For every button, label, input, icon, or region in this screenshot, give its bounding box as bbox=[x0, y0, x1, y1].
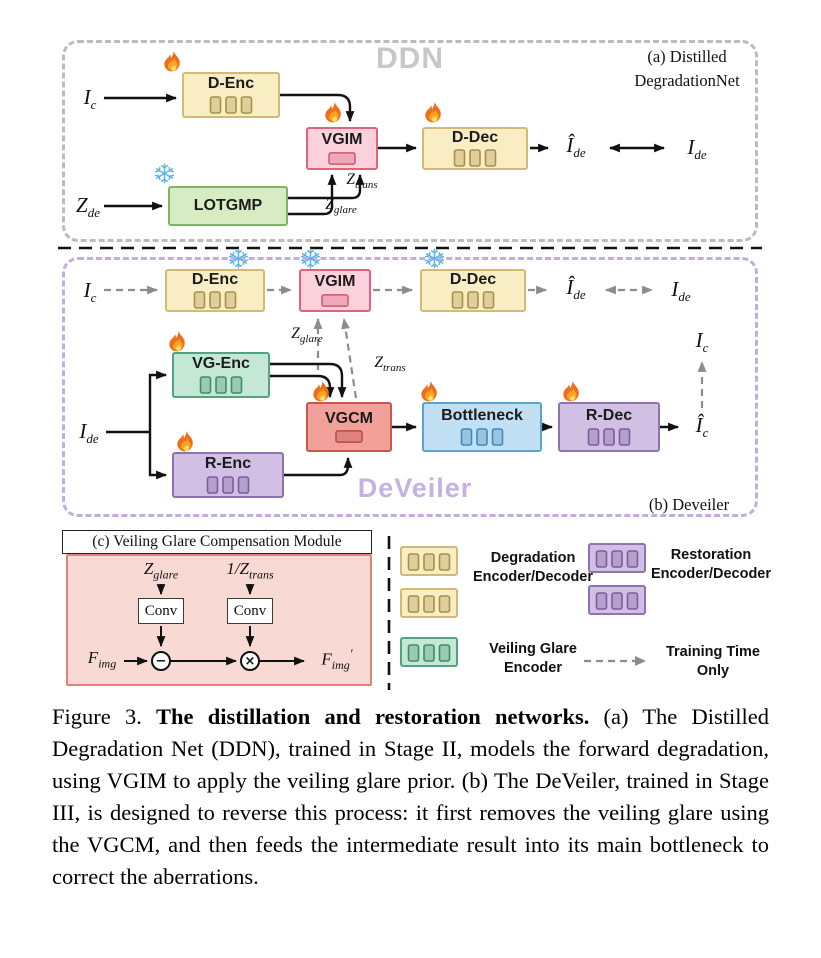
fire-icon bbox=[168, 330, 189, 354]
encoder-layers-icon bbox=[193, 291, 237, 310]
multiply-op-icon: × bbox=[240, 651, 260, 671]
module-vgim-dev: VGIM bbox=[299, 269, 371, 312]
snowflake-icon bbox=[424, 248, 445, 269]
ddn-panel-border bbox=[62, 40, 758, 242]
var-zglare-b: Zglare bbox=[291, 325, 323, 346]
legend-training-time-label: Training Time Only bbox=[665, 644, 760, 679]
encoder-layers-icon bbox=[407, 553, 451, 571]
fire-icon bbox=[176, 430, 197, 454]
encoder-layers-icon bbox=[407, 644, 451, 662]
decoder-layers-icon bbox=[453, 149, 497, 168]
var-zde-a: Zde bbox=[76, 193, 100, 221]
snowflake-icon bbox=[300, 248, 321, 269]
legend-restoration-encoder-icon bbox=[588, 543, 646, 573]
bottleneck-layers-icon bbox=[460, 428, 504, 446]
legend-degradation-encoder-icon bbox=[400, 546, 458, 576]
fire-icon bbox=[312, 380, 333, 404]
figure-caption: Figure 3. The distillation and restorati… bbox=[52, 701, 769, 893]
fire-icon bbox=[424, 101, 445, 125]
legend-veiling-glare-encoder-icon bbox=[400, 637, 458, 667]
caption-body: (a) The Distilled Degradation Net (DDN),… bbox=[52, 704, 769, 889]
module-bottleneck: Bottleneck bbox=[422, 402, 542, 452]
var-inv-ztrans-c: 1/Ztrans bbox=[226, 559, 274, 582]
var-ide-b-left: Ide bbox=[79, 419, 99, 447]
legend-restoration-decoder-icon bbox=[588, 585, 646, 615]
module-d-dec-dev: D-Dec bbox=[420, 269, 526, 312]
vgcm-panel-title: (c) Veiling Glare Compensation Module bbox=[62, 530, 372, 554]
module-d-dec-ddn: D-Dec bbox=[422, 127, 528, 170]
fire-icon bbox=[163, 50, 184, 74]
decoder-layers-icon bbox=[407, 595, 451, 613]
var-ide-a: Ide bbox=[687, 135, 707, 163]
conv-box-1: Conv bbox=[138, 598, 184, 624]
subtract-op-icon: − bbox=[151, 651, 171, 671]
var-ic-hat-b: Îc bbox=[695, 413, 709, 441]
module-d-enc-ddn: D-Enc bbox=[182, 72, 280, 118]
legend-degradation-decoder-icon bbox=[400, 588, 458, 618]
caption-prefix: Figure 3. bbox=[52, 704, 142, 729]
var-ic-b-right: Ic bbox=[695, 328, 709, 356]
var-ic-a: Ic bbox=[83, 85, 97, 113]
module-layer-icon bbox=[335, 430, 363, 444]
var-zglare-c: Zglare bbox=[143, 559, 179, 582]
decoder-layers-icon bbox=[451, 291, 495, 310]
var-zglare-a: Zglare bbox=[325, 196, 357, 217]
module-vgcm: VGCM bbox=[306, 402, 392, 452]
legend-degradation-label: Degradation Encoder/Decoder bbox=[472, 550, 594, 585]
var-ic-b-left: Ic bbox=[83, 278, 97, 306]
deveiler-panel-border bbox=[62, 257, 758, 517]
encoder-layers-icon bbox=[595, 550, 639, 568]
panel-b-tag: (b) Deveiler bbox=[648, 495, 730, 514]
var-fimg-out: Fimg′ bbox=[321, 646, 353, 673]
snowflake-icon bbox=[228, 248, 249, 269]
var-ztrans-b: Ztrans bbox=[374, 354, 406, 375]
module-layer-icon bbox=[321, 294, 349, 307]
var-fimg: Fimg bbox=[87, 648, 117, 671]
encoder-layers-icon bbox=[209, 96, 253, 114]
module-layer-icon bbox=[328, 152, 356, 165]
module-lotgmp: LOTGMP bbox=[168, 186, 288, 226]
module-r-enc: R-Enc bbox=[172, 452, 284, 498]
encoder-layers-icon bbox=[199, 376, 243, 394]
vgcm-panel-box bbox=[66, 554, 372, 686]
encoder-layers-icon bbox=[206, 476, 250, 494]
deveiler-title: DeVeiler bbox=[357, 473, 473, 503]
conv-box-2: Conv bbox=[227, 598, 273, 624]
decoder-layers-icon bbox=[587, 428, 631, 446]
fire-icon bbox=[562, 380, 583, 404]
var-ide-hat-a: Îde bbox=[566, 133, 586, 161]
decoder-layers-icon bbox=[595, 592, 639, 610]
panel-a-tag: (a) Distilled DegradationNet bbox=[634, 47, 740, 90]
module-vg-enc: VG-Enc bbox=[172, 352, 270, 398]
var-ide-hat-b: Îde bbox=[566, 275, 586, 303]
var-ide-b: Ide bbox=[671, 277, 691, 305]
caption-title: The distillation and restoration network… bbox=[156, 704, 590, 729]
ddn-title: DDN bbox=[376, 42, 444, 75]
legend-veiling-glare-label: Veiling Glare Encoder bbox=[489, 641, 577, 676]
module-r-dec: R-Dec bbox=[558, 402, 660, 452]
snowflake-icon bbox=[154, 163, 175, 184]
legend-restoration-label: Restoration Encoder/Decoder bbox=[650, 547, 772, 582]
fire-icon bbox=[324, 101, 345, 125]
module-d-enc-dev: D-Enc bbox=[165, 269, 265, 312]
dashed-arrow-icon bbox=[582, 654, 648, 668]
module-vgim-ddn: VGIM bbox=[306, 127, 378, 170]
fire-icon bbox=[420, 380, 441, 404]
var-ztrans-a: Ztrans bbox=[346, 171, 378, 192]
